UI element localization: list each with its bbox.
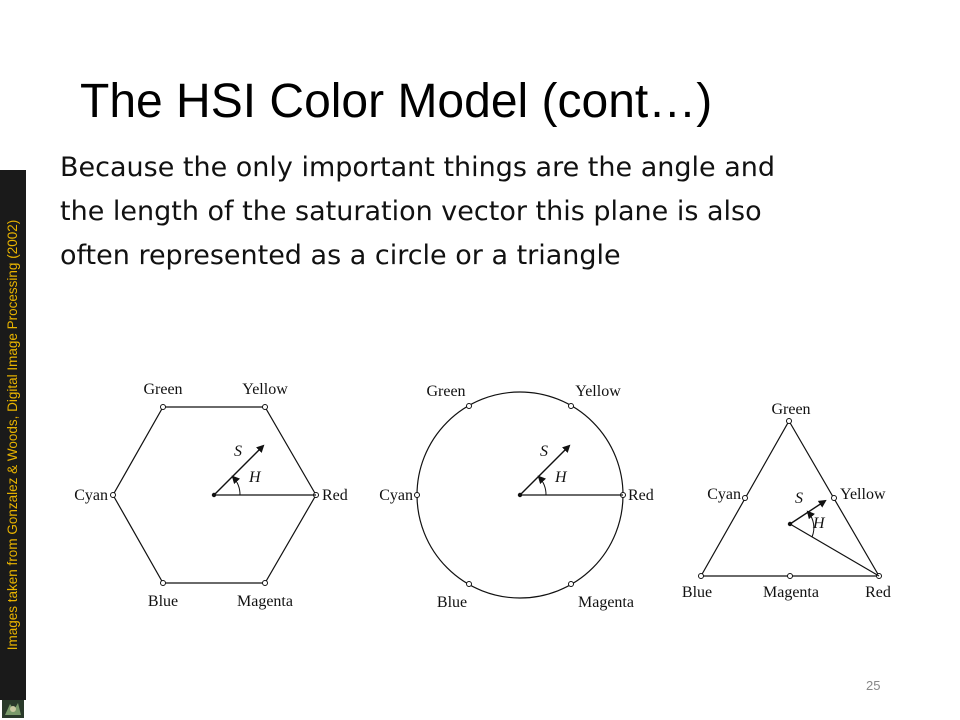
body-line: the length of the saturation vector this…	[60, 196, 762, 227]
label-yellow: Yellow	[575, 383, 621, 400]
circle-diagram: Green Yellow Cyan Red Blue Magenta S H	[379, 383, 654, 611]
label-h: H	[248, 469, 262, 486]
label-s: S	[234, 443, 242, 460]
label-magenta: Magenta	[578, 594, 634, 611]
label-green: Green	[143, 381, 182, 398]
hexagon-diagram: Green Yellow Cyan Red Blue Magenta S H	[74, 381, 348, 610]
body-line: Because the only important things are th…	[60, 152, 775, 183]
label-green: Green	[771, 401, 810, 418]
label-h: H	[554, 469, 568, 486]
slide-title: The HSI Color Model (cont…)	[80, 75, 713, 128]
label-magenta: Magenta	[237, 593, 293, 610]
label-s: S	[795, 490, 803, 507]
logo-icon	[2, 700, 24, 718]
label-red: Red	[322, 487, 348, 504]
label-green: Green	[426, 383, 465, 400]
label-cyan: Cyan	[379, 487, 413, 504]
label-magenta: Magenta	[763, 584, 819, 601]
label-s: S	[540, 443, 548, 460]
label-yellow: Yellow	[840, 486, 886, 503]
label-cyan: Cyan	[74, 487, 108, 504]
label-red: Red	[628, 487, 654, 504]
triangle-diagram: Green Yellow Cyan Red Blue Magenta S H	[682, 401, 891, 601]
page-number: 25	[866, 678, 881, 693]
label-red: Red	[865, 584, 891, 601]
body-line: often represented as a circle or a trian…	[60, 240, 621, 271]
body-paragraph: Because the only important things are th…	[60, 146, 940, 278]
label-blue: Blue	[682, 584, 712, 601]
credit-sidebar	[0, 170, 26, 700]
label-cyan: Cyan	[707, 486, 741, 503]
label-h: H	[812, 515, 826, 532]
label-blue: Blue	[437, 594, 467, 611]
label-yellow: Yellow	[242, 381, 288, 398]
hsi-diagrams: Green Yellow Cyan Red Blue Magenta S H G…	[74, 381, 891, 611]
label-blue: Blue	[148, 593, 178, 610]
